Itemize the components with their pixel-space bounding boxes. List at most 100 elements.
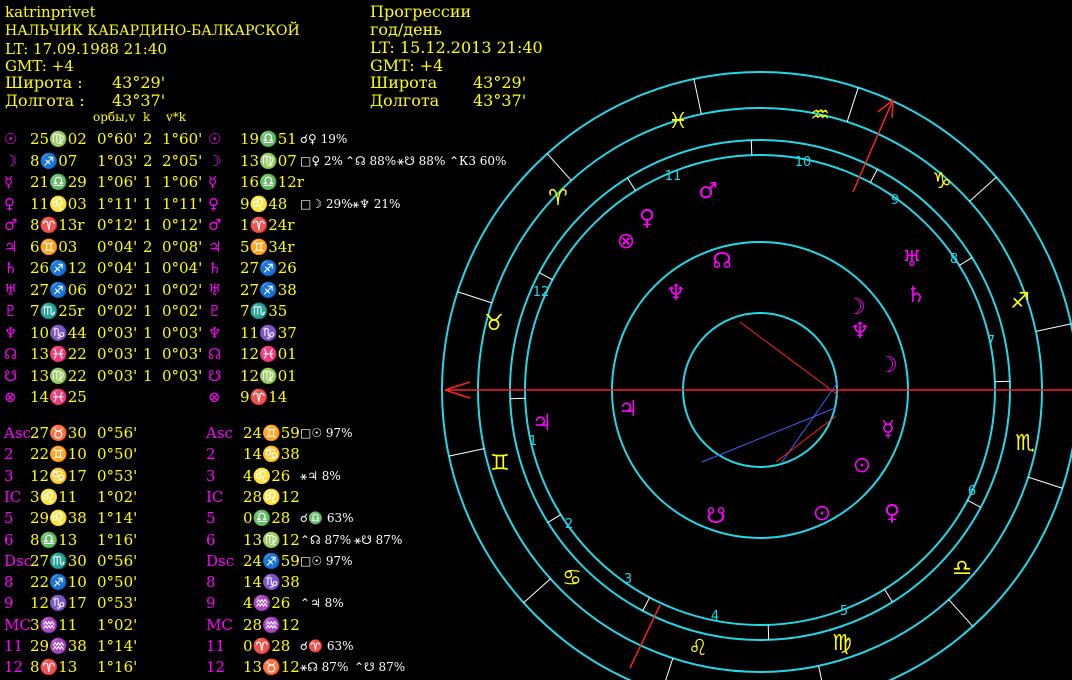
house-cusp (967, 499, 981, 508)
planet-marker: ☋ (706, 504, 726, 529)
house-position: 29♌38 (30, 509, 87, 528)
col-header-k: k (143, 110, 151, 124)
planet-k: 2 (143, 130, 153, 148)
zodiac-sign: ♑ (932, 169, 952, 194)
house-position: 12♋17 (30, 466, 87, 485)
prog-planet-position: 12♍01 (240, 366, 297, 385)
planet-orb: 0°03' (97, 323, 138, 342)
prog-planet-position: 5♊34r (240, 237, 295, 256)
house-number: 5 (840, 604, 848, 619)
progress-lt: LT: 15.12.2013 21:40 (370, 38, 543, 57)
planet-k: 1 (143, 173, 153, 191)
house-label: 2 (4, 445, 14, 464)
progress-lat: 43°29' (473, 73, 527, 92)
prog-house-label: 8 (206, 573, 216, 592)
planet-glyph: ☿ (4, 173, 14, 191)
house-number: 11 (665, 169, 682, 184)
house-number: 2 (565, 517, 573, 532)
planet-orb: 0°04' (97, 237, 138, 256)
sign-divider (523, 578, 551, 604)
planet-orb: 0°60' (97, 130, 138, 148)
planet-orb: 1°11' (97, 194, 138, 213)
prog-house-label: 6 (206, 530, 216, 549)
planet-marker: ♃ (618, 397, 638, 422)
house-label: 9 (4, 594, 14, 613)
zodiac-sign: ♒ (810, 103, 830, 128)
house-position: 8♈13 (30, 658, 78, 677)
planet-vk: 0°02' (162, 302, 203, 320)
planet-position: 8♐07 (30, 151, 78, 170)
planet-vk: 2°05' (162, 151, 203, 170)
house-label: 12 (4, 658, 24, 677)
planet-glyph: ♇ (4, 302, 18, 320)
prog-planet-glyph: ⊗ (208, 388, 221, 406)
house-orb: 1°16' (97, 530, 138, 549)
planet-marker: ☽ (878, 353, 898, 378)
prog-planet-glyph: ♇ (208, 302, 222, 320)
planet-k: 2 (143, 237, 153, 256)
aspect-label: ⚹☋ 87% (354, 532, 403, 547)
prog-planet-position: 19♎51 (240, 130, 297, 148)
planet-marker: ♀ (639, 206, 655, 231)
planet-marker: ♆ (850, 319, 870, 344)
zodiac-sign: ♐ (1010, 289, 1030, 314)
house-number: 3 (624, 572, 632, 587)
house-cusp (510, 397, 526, 400)
sign-divider (457, 291, 492, 304)
planet-k: 1 (143, 366, 153, 385)
planet-vk: 1°11' (162, 194, 203, 213)
house-cusp (627, 177, 636, 191)
house-position: 3♌11 (30, 487, 78, 506)
house-number: 7 (987, 334, 995, 349)
col-header-vk: v*k (166, 110, 187, 124)
planet-glyph: ⊗ (4, 388, 17, 406)
prog-house-position: 4♌26 (243, 466, 291, 485)
aspect-label: ⚹☊ 87% (300, 660, 349, 675)
prog-house-label: IC (206, 487, 224, 506)
planet-glyph: ☊ (4, 345, 18, 363)
prog-house-position: 14♑38 (243, 573, 300, 592)
prog-house-position: 4♒26 (243, 594, 291, 613)
prog-house-label: Dsc (206, 551, 235, 570)
planet-marker: ♂ (698, 179, 718, 204)
aspect-label: ⌃☊ 87% (300, 532, 352, 547)
planet-orb: 0°03' (97, 345, 138, 363)
planet-position: 6♊03 (30, 237, 78, 256)
planet-k: 1 (143, 259, 153, 277)
planet-marker: ⊙ (813, 501, 831, 526)
prog-planet-position: 27♐38 (240, 280, 297, 299)
house-orb: 0°56' (97, 551, 138, 570)
prog-house-label: 5 (206, 509, 216, 528)
planet-glyph: ♂ (4, 216, 18, 234)
house-label: 3 (4, 466, 14, 485)
zodiac-sign: ♌ (688, 636, 708, 661)
outer-ring (441, 71, 1072, 680)
prog-house-label: 9 (206, 594, 216, 613)
house-position: 27♏30 (30, 551, 87, 570)
aspect-label: ☌♀ 19% (300, 132, 348, 146)
aspect-label: □☉ 97% (300, 426, 353, 440)
house-orb: 0°53' (97, 466, 138, 485)
house-cusp (959, 257, 973, 266)
prog-planet-glyph: ♅ (208, 280, 222, 299)
prog-house-label: 11 (206, 637, 226, 655)
sign-divider (818, 665, 823, 680)
prog-planet-glyph: ☿ (208, 173, 218, 191)
house-orb: 0°53' (97, 594, 138, 613)
planet-orb: 0°02' (97, 280, 138, 299)
zodiac-sign: ♓ (668, 109, 688, 134)
house-number: 12 (533, 285, 550, 300)
planet-orb: 0°12' (97, 216, 138, 234)
house-label: 8 (4, 573, 14, 592)
planet-marker: ♅ (902, 247, 922, 272)
planet-orb: 0°04' (97, 259, 138, 277)
